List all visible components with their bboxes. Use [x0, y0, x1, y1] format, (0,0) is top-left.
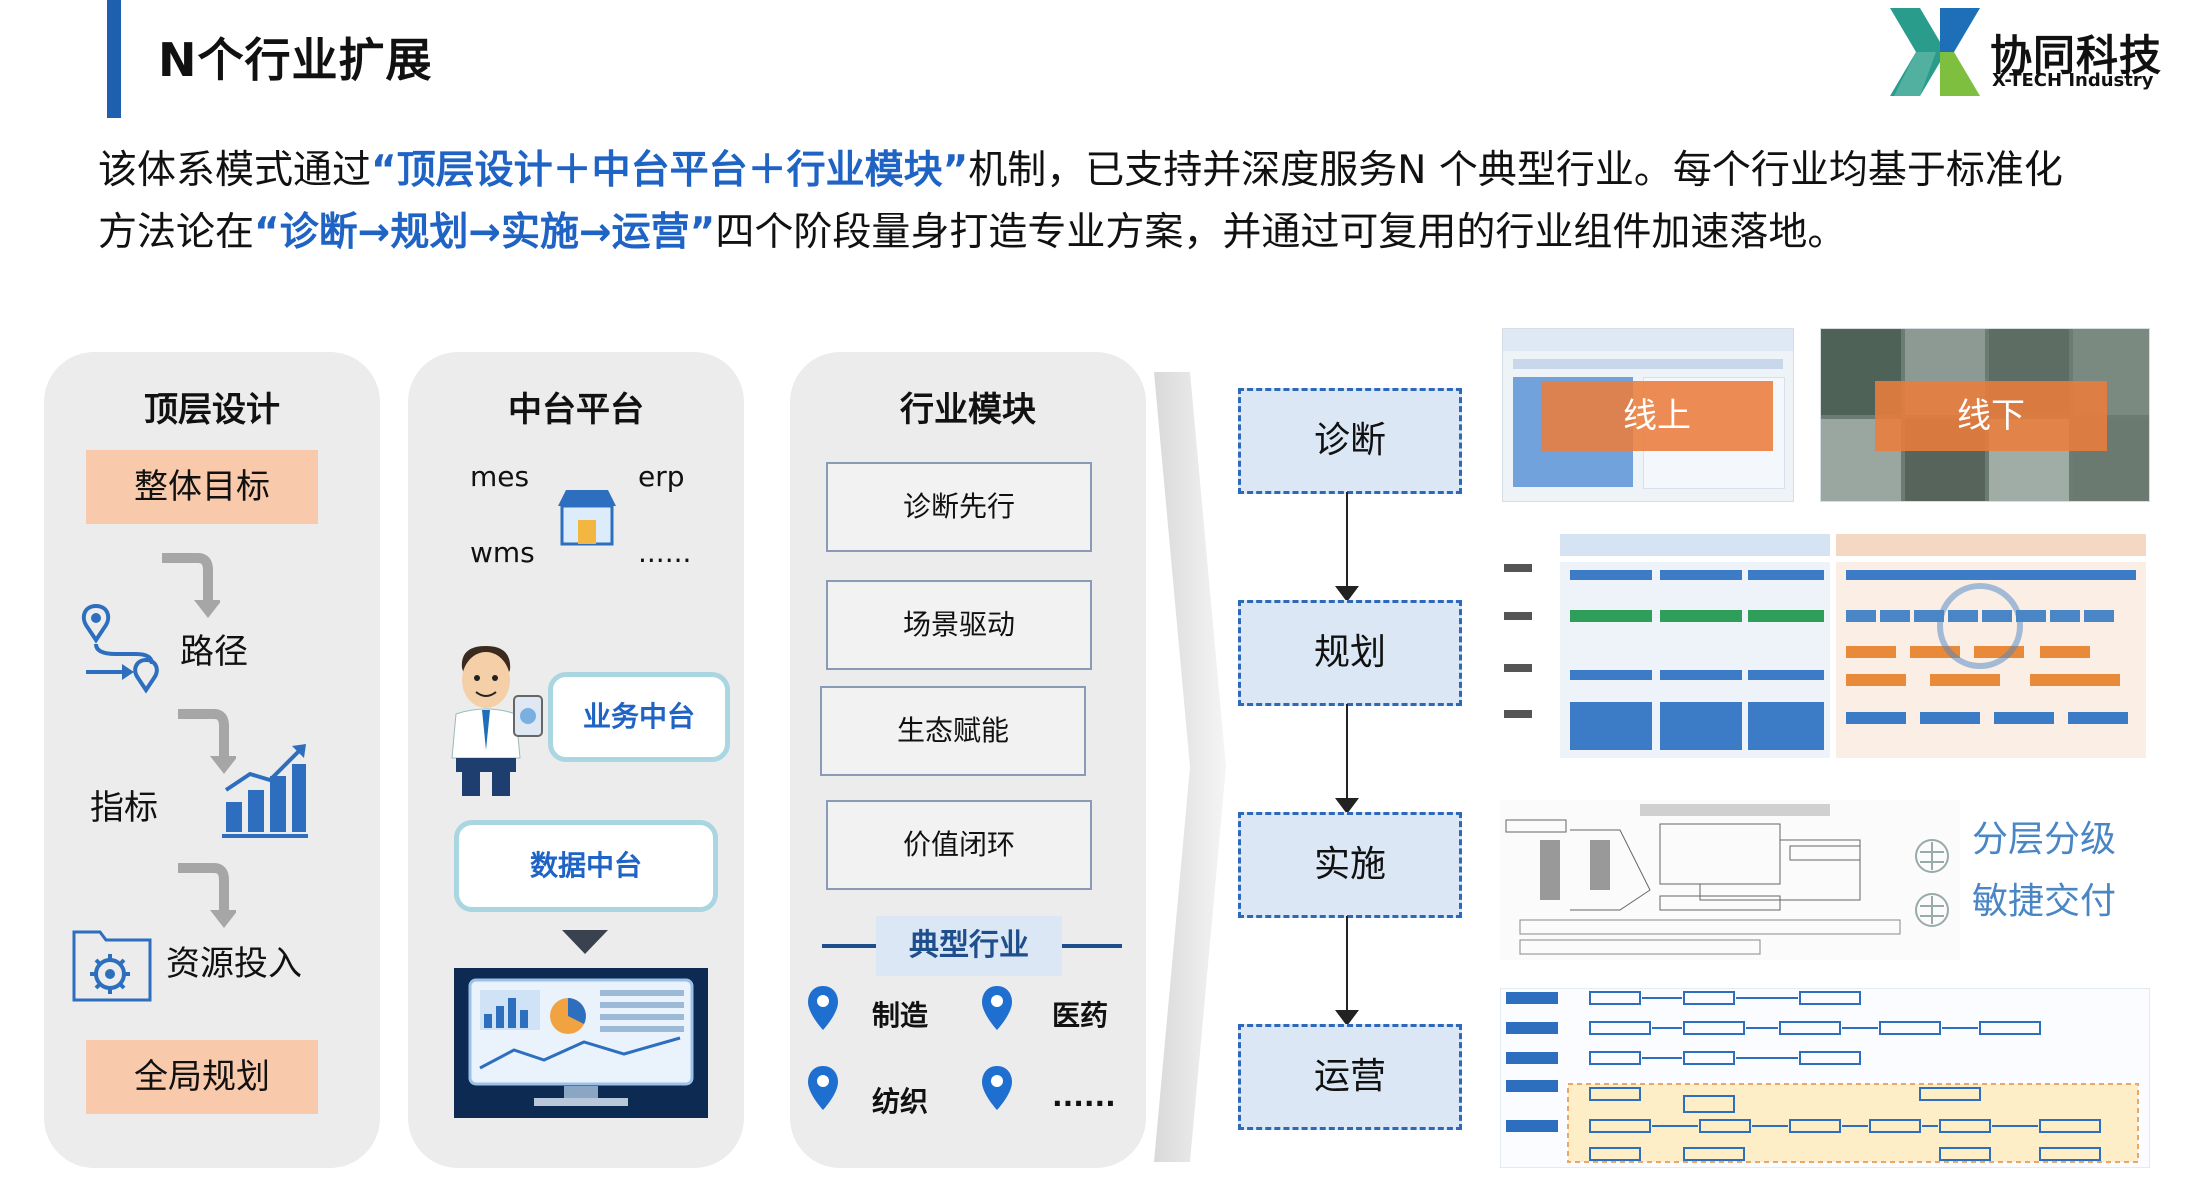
system-erp-label: erp: [638, 460, 685, 493]
curved-arrow-icon: [162, 553, 220, 618]
company-logo: [1890, 8, 1980, 96]
system-mes-label: mes: [470, 460, 530, 493]
step-resource-label: 资源投入: [166, 944, 302, 984]
capability-matrix-diagram: [1504, 534, 2146, 758]
bar-chart-icon: [222, 744, 308, 838]
typical-industry-title: 典型行业: [876, 916, 1062, 976]
side-text-agile: 敏捷交付: [1972, 881, 2117, 922]
system-more-label: ......: [638, 536, 692, 569]
flow-arrow-line: [1346, 916, 1348, 1016]
industry-modules-title: 行业模块: [900, 390, 1036, 430]
operations-plan-diagram: [1500, 988, 2150, 1168]
system-wms-label: wms: [470, 536, 535, 569]
offline-tag: 线下: [1875, 381, 2107, 451]
industry-label: 医药: [1052, 999, 1109, 1032]
offline-photo-collage: 线下: [1820, 328, 2150, 502]
data-middle-platform-box: 数据中台: [454, 820, 718, 912]
online-tag: 线上: [1541, 381, 1773, 451]
intro-text-1: 该体系模式通过: [98, 148, 372, 193]
step-path-label: 路径: [180, 632, 248, 672]
side-text-layered: 分层分级: [1972, 819, 2117, 860]
logo-text-cn: 协同科技: [1990, 31, 2163, 80]
intro-text-3: 四个阶段量身打造专业方案，并通过可复用的行业组件加速落地。: [715, 210, 1847, 255]
route-icon: [81, 603, 159, 694]
store-icon: [558, 490, 616, 546]
intro-paragraph: 该体系模式通过“顶层设计＋中台平台＋行业模块”机制，已支持并深度服务N 个典型行…: [98, 140, 2098, 264]
down-triangle-icon: [562, 930, 608, 954]
brain-icon: [1915, 893, 1949, 927]
module-box: 生态赋能: [820, 686, 1086, 776]
business-middle-platform-box: 业务中台: [548, 672, 730, 762]
title-accent-bar: [107, 0, 121, 118]
location-pin-icon: [982, 986, 1012, 1030]
location-pin-icon: [808, 986, 838, 1030]
online-screenshot-image: 线上: [1502, 328, 1794, 502]
ipd-framework-diagram: [1500, 800, 1960, 960]
flow-stage-diagnose: 诊断: [1238, 388, 1462, 494]
industry-label: ......: [1052, 1080, 1116, 1113]
flow-stage-implement: 实施: [1238, 812, 1462, 918]
flow-arrow-head: [1335, 798, 1359, 814]
intro-highlight-2: “诊断→规划→实施→运营”: [254, 210, 716, 255]
dashboard-monitor-illustration: [454, 968, 708, 1118]
module-box: 价值闭环: [826, 800, 1092, 890]
location-pin-icon: [808, 1066, 838, 1110]
industry-label: 制造: [872, 999, 929, 1032]
intro-text-2: 机制，已支持并深度服务N 个典型行业。每个行业均基于标准化方法论在: [98, 148, 2063, 255]
page-title: N个行业扩展: [158, 33, 433, 87]
brain-icon: [1915, 839, 1949, 873]
step-metric-label: 指标: [90, 788, 158, 828]
flow-stage-plan: 规划: [1238, 600, 1462, 706]
top-design-title: 顶层设计: [144, 390, 280, 430]
intro-highlight-1: “顶层设计＋中台平台＋行业模块”: [371, 148, 969, 193]
flow-arrow-line: [1346, 492, 1348, 592]
module-box: 诊断先行: [826, 462, 1092, 552]
module-box: 场景驱动: [826, 580, 1092, 670]
flow-arrow-head: [1335, 1010, 1359, 1026]
gear-folder-icon: [72, 930, 152, 1002]
chevron-right-shape: [1154, 372, 1226, 1162]
overall-goal-box: 整体目标: [86, 450, 318, 524]
person-with-tablet-illustration: [451, 646, 543, 796]
curved-arrow-icon: [178, 709, 236, 774]
curved-arrow-icon: [178, 863, 236, 928]
global-plan-box: 全局规划: [86, 1040, 318, 1114]
logo-text-en: X-TECH Industry: [1992, 70, 2154, 91]
flow-stage-operate: 运营: [1238, 1024, 1462, 1130]
location-pin-icon: [982, 1066, 1012, 1110]
flow-arrow-line: [1346, 704, 1348, 804]
middle-platform-title: 中台平台: [508, 390, 644, 430]
flow-arrow-head: [1335, 586, 1359, 602]
industry-label: 纺织: [872, 1085, 929, 1118]
